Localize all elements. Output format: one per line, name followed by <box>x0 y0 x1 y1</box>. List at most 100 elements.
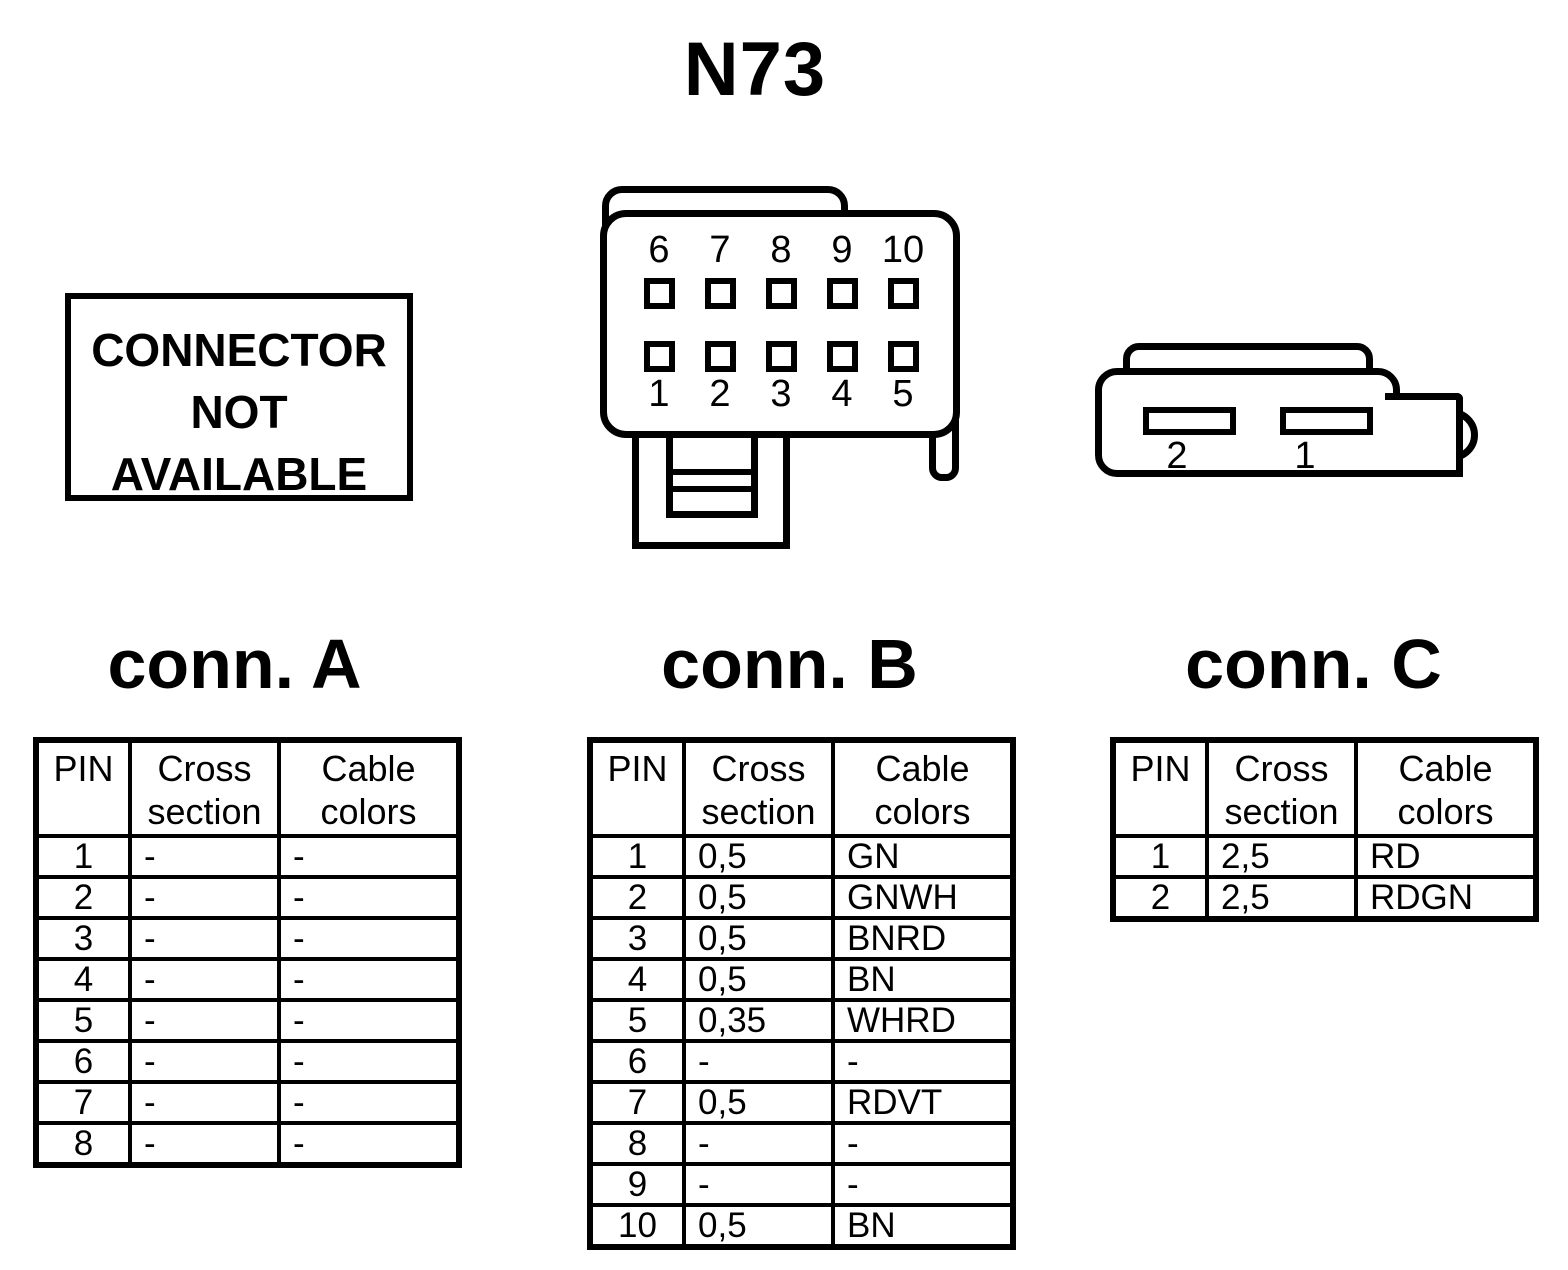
table-cell-colors: - <box>277 1039 461 1084</box>
connector-not-available-box: CONNECTOR NOT AVAILABLE <box>65 293 413 501</box>
table-cell-colors: BN <box>831 1203 1015 1249</box>
pin-number-label: 5 <box>892 373 914 415</box>
table-cell-pin: 1 <box>1111 834 1209 879</box>
connector-b-top-pin-sockets <box>636 278 926 309</box>
table-cell-colors: WHRD <box>831 998 1015 1043</box>
connector-not-available-text: CONNECTOR NOT AVAILABLE <box>91 324 387 500</box>
pin-column-header: PIN <box>1111 738 1209 838</box>
table-cell-colors: RD <box>1354 834 1538 879</box>
connector-b-bottom-pin-numbers: 1 2 3 4 5 <box>636 374 926 414</box>
table-cell-cross: 0,5 <box>682 957 835 1002</box>
connector-b-latch-ridges <box>673 469 751 492</box>
pin-number-label: 4 <box>831 373 853 415</box>
table-cell-cross: 0,5 <box>682 834 835 879</box>
table-cell-pin: 7 <box>588 1080 686 1125</box>
table-cell-pin: 3 <box>588 916 686 961</box>
table-cell-pin: 6 <box>34 1039 132 1084</box>
table-cell-cross: - <box>128 957 281 1002</box>
table-cell-colors: - <box>277 1080 461 1125</box>
table-cell-pin: 4 <box>588 957 686 1002</box>
table-cell-colors: - <box>831 1121 1015 1166</box>
table-cell-cross: 0,35 <box>682 998 835 1043</box>
table-cell-colors: - <box>831 1162 1015 1207</box>
connector-c-side-extension <box>1385 393 1463 477</box>
table-cell-cross: - <box>128 998 281 1043</box>
table-cell-colors: - <box>277 916 461 961</box>
conn-a-pin-table: PIN Cross section Cable colors 1--2--3--… <box>33 737 462 1168</box>
table-cell-colors: - <box>277 834 461 879</box>
table-cell-colors: - <box>831 1039 1015 1084</box>
pin-socket <box>704 278 736 309</box>
table-header-row: PIN Cross section Cable colors <box>588 738 1015 838</box>
pin-slot <box>1143 407 1236 435</box>
table-row: 5-- <box>34 998 461 1043</box>
table-cell-colors: - <box>277 998 461 1043</box>
table-cell-pin: 2 <box>1111 875 1209 921</box>
pin-number-label: 6 <box>648 229 670 271</box>
pin-socket <box>826 278 858 309</box>
table-row: 8-- <box>588 1121 1015 1166</box>
table-cell-cross: - <box>128 875 281 920</box>
table-cell-pin: 8 <box>34 1121 132 1167</box>
table-cell-cross: 0,5 <box>682 1203 835 1249</box>
table-row: 6-- <box>588 1039 1015 1084</box>
table-cell-colors: GNWH <box>831 875 1015 920</box>
table-cell-colors: - <box>277 875 461 920</box>
table-cell-pin: 9 <box>588 1162 686 1207</box>
table-row: 7-- <box>34 1080 461 1125</box>
pin-column-header: PIN <box>34 738 132 838</box>
table-cell-pin: 10 <box>588 1203 686 1249</box>
conn-c-heading: conn. C <box>1185 625 1442 703</box>
conn-a-heading: conn. A <box>107 625 362 703</box>
table-cell-pin: 4 <box>34 957 132 1002</box>
cable-colors-column-header: Cable colors <box>831 738 1015 838</box>
table-row: 8-- <box>34 1121 461 1167</box>
table-cell-cross: 0,5 <box>682 916 835 961</box>
page-title: N73 <box>683 27 827 112</box>
pin-number-label: 10 <box>881 229 925 271</box>
table-cell-cross: - <box>128 834 281 879</box>
pin-socket <box>887 341 919 372</box>
table-cell-pin: 7 <box>34 1080 132 1125</box>
table-cell-cross: 2,5 <box>1205 834 1358 879</box>
table-cell-pin: 8 <box>588 1121 686 1166</box>
pin-number-label: 9 <box>831 229 853 271</box>
table-row: 1-- <box>34 834 461 879</box>
table-cell-pin: 2 <box>588 875 686 920</box>
cable-colors-column-header: Cable colors <box>1354 738 1538 838</box>
pin-number-label: 2 <box>709 373 731 415</box>
pin-slot <box>1280 407 1373 435</box>
table-cell-cross: - <box>682 1162 835 1207</box>
table-row: 2-- <box>34 875 461 920</box>
table-cell-pin: 2 <box>34 875 132 920</box>
pin-number-label: 1 <box>648 373 670 415</box>
table-cell-pin: 3 <box>34 916 132 961</box>
cross-section-column-header: Cross section <box>128 738 281 838</box>
table-header-row: PIN Cross section Cable colors <box>1111 738 1538 838</box>
table-cell-pin: 1 <box>588 834 686 879</box>
pin-column-header: PIN <box>588 738 686 838</box>
connector-b-housing <box>600 210 960 438</box>
pin-number-label: 7 <box>709 229 731 271</box>
table-cell-pin: 6 <box>588 1039 686 1084</box>
table-cell-cross: - <box>128 1121 281 1167</box>
pin-number-label: 3 <box>770 373 792 415</box>
table-cell-cross: - <box>128 1039 281 1084</box>
table-cell-colors: RDVT <box>831 1080 1015 1125</box>
pin-socket <box>643 278 675 309</box>
pin-socket <box>704 341 736 372</box>
connector-b-top-pin-numbers: 6 7 8 9 10 <box>636 230 926 270</box>
pin-socket <box>826 341 858 372</box>
pin-number-label: 8 <box>770 229 792 271</box>
table-cell-cross: - <box>682 1121 835 1166</box>
